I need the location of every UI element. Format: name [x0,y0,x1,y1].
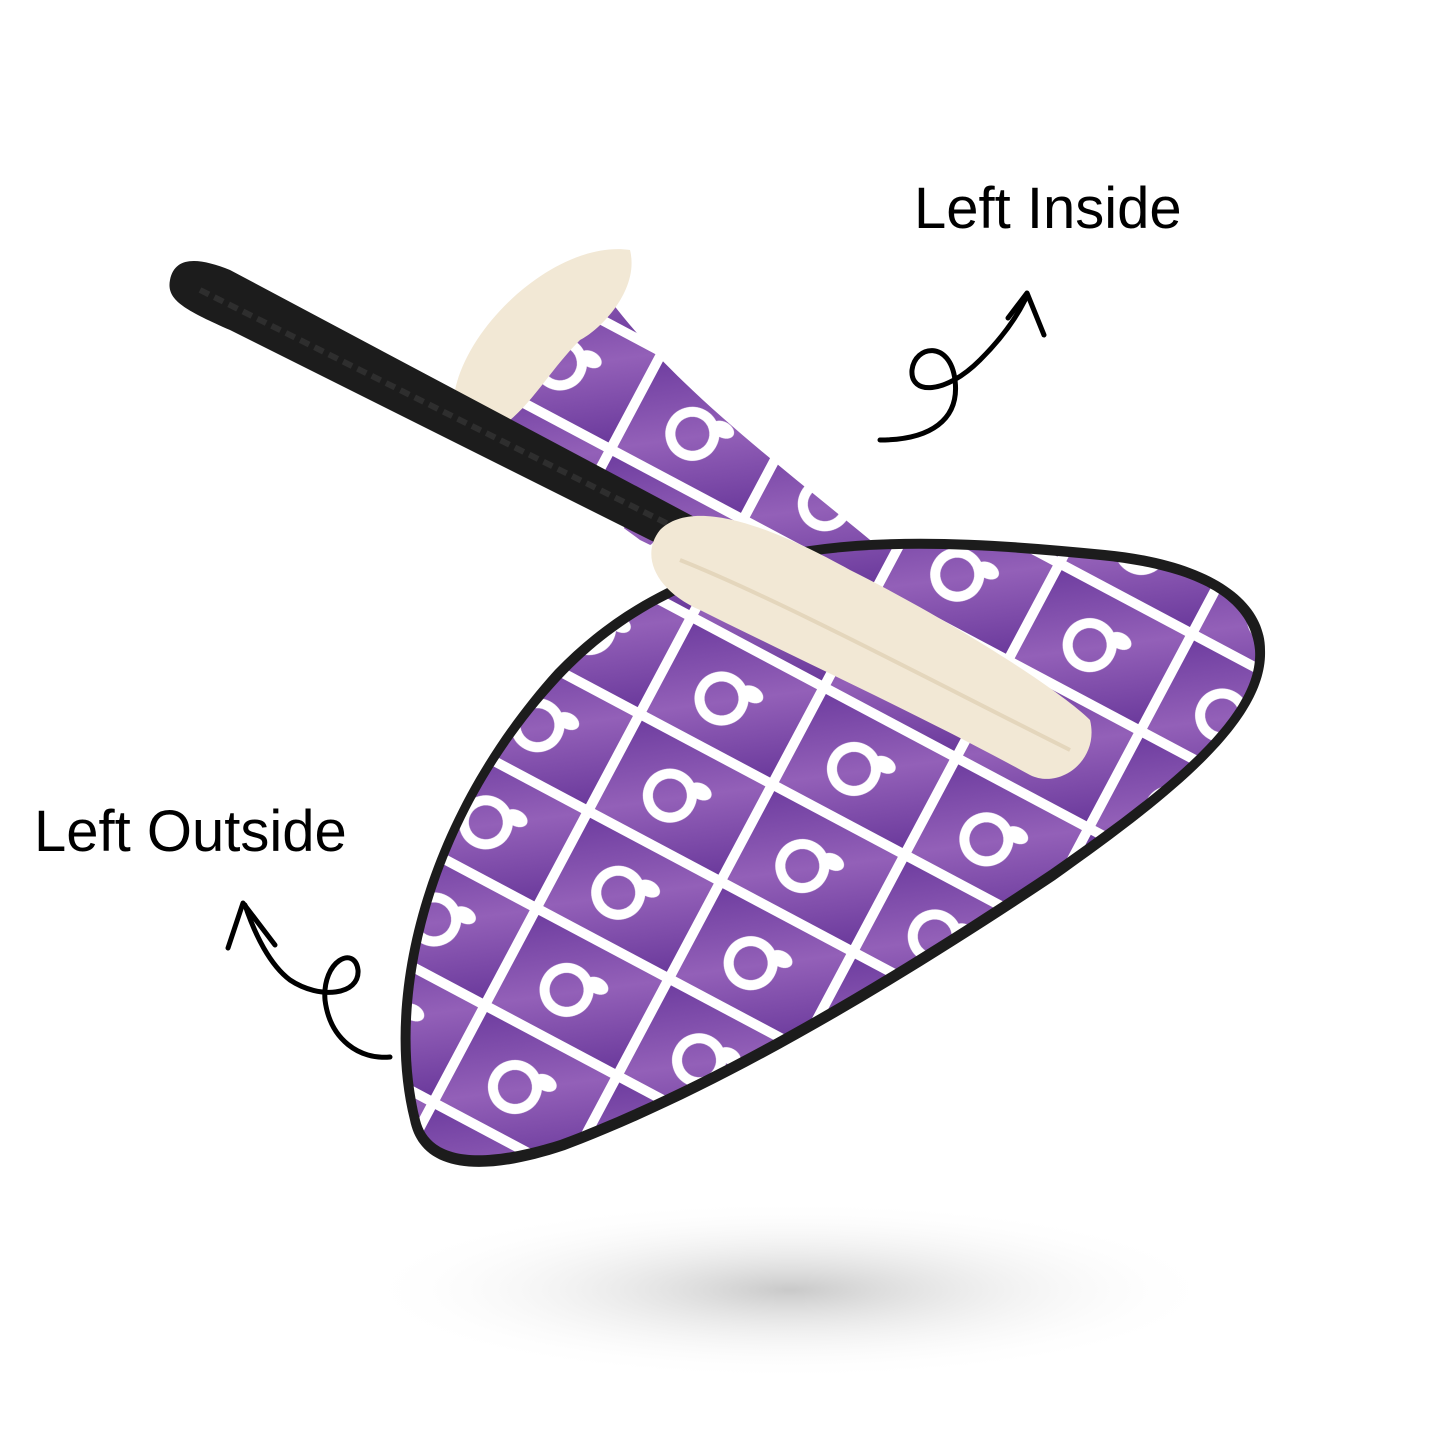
label-left-outside: Left Outside [34,799,347,864]
inside-slipper-body [470,284,960,626]
arrow-outside-icon [242,902,393,1060]
sole-strip [169,260,708,560]
label-left-inside: Left Inside [914,176,1182,241]
arrow-inside-icon [877,297,1028,443]
inside-fur-cuff [455,249,632,440]
floor-shadow [360,1200,1220,1380]
